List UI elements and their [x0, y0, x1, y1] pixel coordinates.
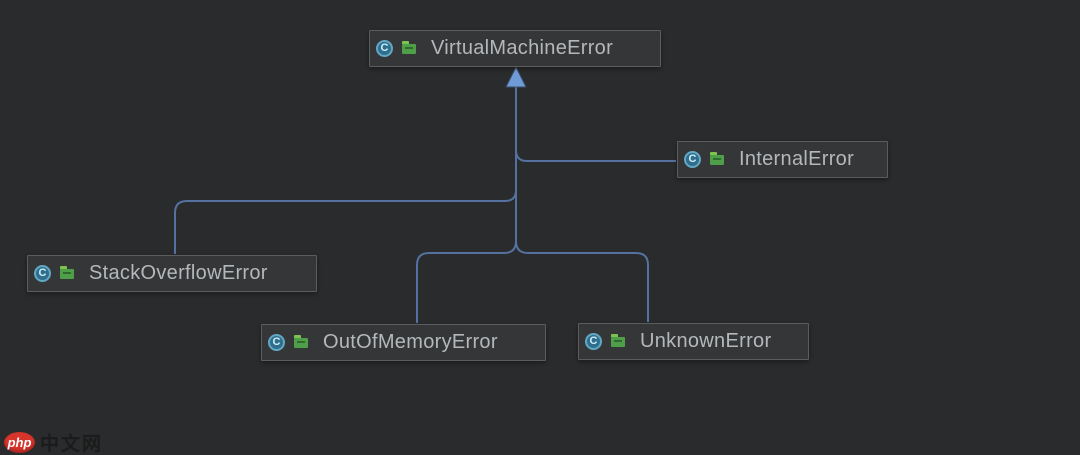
visibility-icon	[710, 151, 724, 165]
class-node-stack-overflow-error[interactable]: C StackOverflowError	[27, 255, 317, 292]
class-name-label: StackOverflowError	[89, 262, 268, 284]
class-node-unknown-error[interactable]: C UnknownError	[578, 323, 809, 360]
php-cn-watermark: php 中文网	[4, 429, 103, 455]
class-icon: C	[268, 334, 285, 351]
visibility-icon	[402, 40, 416, 54]
class-icon: C	[376, 40, 393, 57]
class-name-label: OutOfMemoryError	[323, 331, 498, 353]
class-node-internal-error[interactable]: C InternalError	[677, 141, 888, 178]
edge-unknown-error[interactable]	[515, 240, 649, 322]
watermark-site-text: 中文网	[40, 434, 104, 455]
class-icon: C	[585, 333, 602, 350]
class-node-out-of-memory-error[interactable]: C OutOfMemoryError	[261, 324, 546, 361]
class-name-label: UnknownError	[640, 330, 772, 352]
php-logo-badge: php	[4, 432, 35, 453]
class-icon: C	[34, 265, 51, 282]
visibility-icon	[294, 334, 308, 348]
edge-internal-error[interactable]	[515, 149, 676, 162]
class-name-label: InternalError	[739, 148, 855, 170]
class-node-virtual-machine-error[interactable]: C VirtualMachineError	[369, 30, 661, 67]
edge-out-of-memory-error[interactable]	[416, 240, 517, 323]
class-name-label: VirtualMachineError	[431, 37, 614, 59]
visibility-icon	[60, 265, 74, 279]
class-icon: C	[684, 151, 701, 168]
edge-stack-overflow-error[interactable]	[174, 189, 517, 254]
visibility-icon	[611, 333, 625, 347]
inheritance-arrow	[505, 65, 527, 88]
